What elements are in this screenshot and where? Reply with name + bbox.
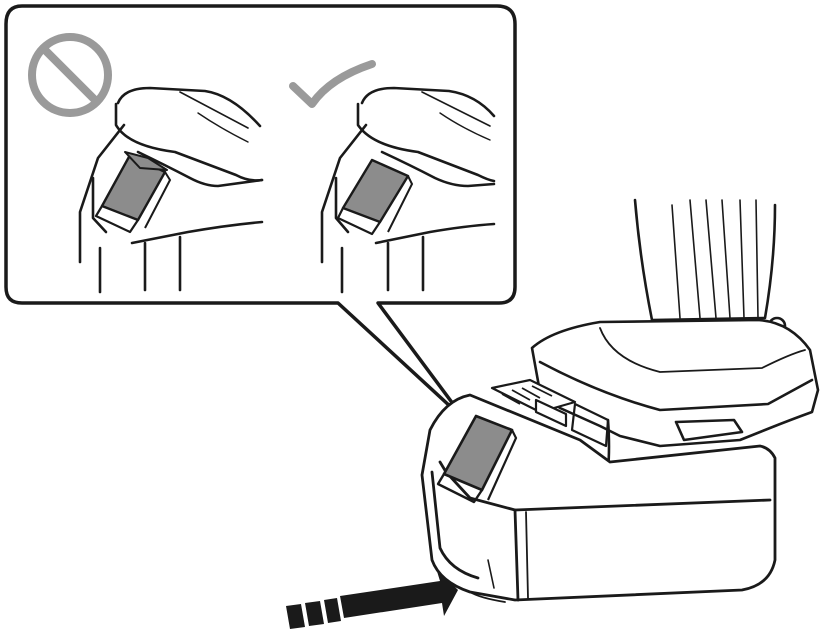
tool-handle [635, 200, 785, 334]
callout-frame [6, 6, 515, 420]
detail-callout [6, 6, 515, 420]
insert-direction-arrow [286, 568, 458, 629]
